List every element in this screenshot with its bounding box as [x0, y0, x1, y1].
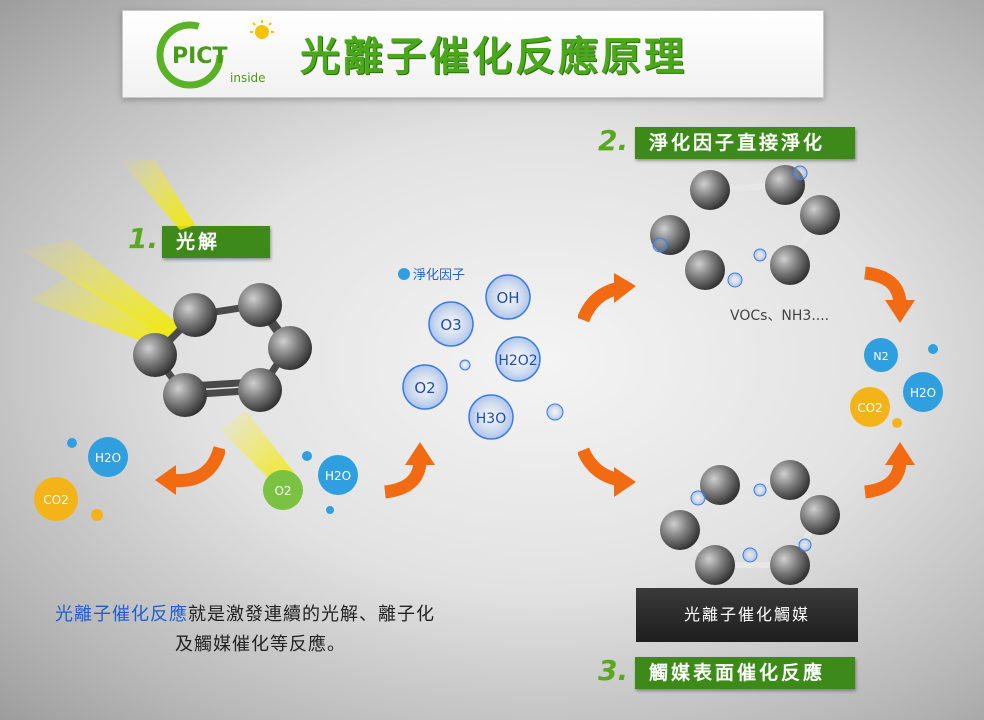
caption-rest: 就是激發連續的光解、離子化: [188, 604, 435, 625]
logo-main-text: PICT: [172, 44, 227, 69]
logo-sub-text: inside: [230, 71, 266, 85]
vocs-label: VOCs、NH3....: [730, 308, 830, 324]
n2-text: N2: [873, 350, 888, 363]
benzene-molecule-3: [660, 460, 840, 585]
factors-title: 淨化因子: [413, 268, 465, 283]
co2-left-text: CO2: [43, 493, 68, 507]
arrow-to-final-bottom: [863, 442, 915, 499]
arrow-to-final-top: [863, 266, 915, 323]
step2-label: 淨化因子直接淨化: [635, 127, 855, 159]
final-products: N2 H2O CO2: [850, 338, 943, 428]
purification-factors: 淨化因子 OH O3 H2O2 O2 H3O: [398, 268, 564, 440]
step1-number: 1.: [128, 222, 159, 255]
products-left: H2O CO2: [34, 437, 128, 521]
step3-label: 觸媒表面催化反應: [635, 657, 855, 689]
benzene-molecule-1: [133, 283, 312, 417]
catalyst-bar: 光離子催化觸媒: [636, 588, 858, 642]
co2-right-text: CO2: [857, 401, 882, 415]
o2-h2o-molecules: O2 H2O: [263, 451, 358, 514]
o2-minus-text: O2: [414, 379, 435, 397]
caption-line1: 光離子催化反應就是激發連續的光解、離子化: [55, 600, 435, 626]
h2o-right-text: H2O: [910, 386, 936, 400]
o2-text: O2: [274, 484, 291, 498]
step1-label: 光解: [162, 226, 270, 258]
h2o-left-text: H2O: [95, 451, 121, 465]
arrow-to-products: [155, 445, 225, 495]
caption-line2: 及觸媒催化等反應。: [175, 634, 346, 655]
pict-logo: PICT inside: [156, 20, 274, 89]
oh-text: OH: [496, 289, 519, 307]
page-title: 光離子催化反應原理: [300, 34, 687, 80]
step2-number: 2.: [598, 124, 629, 157]
o3-text: O3: [440, 316, 461, 334]
arrow-to-step3: [578, 447, 636, 497]
benzene-molecule-2: [650, 165, 840, 290]
h2o2-text: H2O2: [498, 353, 537, 369]
arrow-to-step2: [578, 273, 636, 323]
title-banner: [122, 10, 824, 98]
h3o-text: H3O: [476, 411, 506, 427]
arrow-to-factors: [383, 442, 435, 499]
step3-number: 3.: [598, 654, 629, 687]
h2o-mid-text: H2O: [325, 469, 351, 483]
caption-highlight: 光離子催化反應: [55, 604, 188, 625]
